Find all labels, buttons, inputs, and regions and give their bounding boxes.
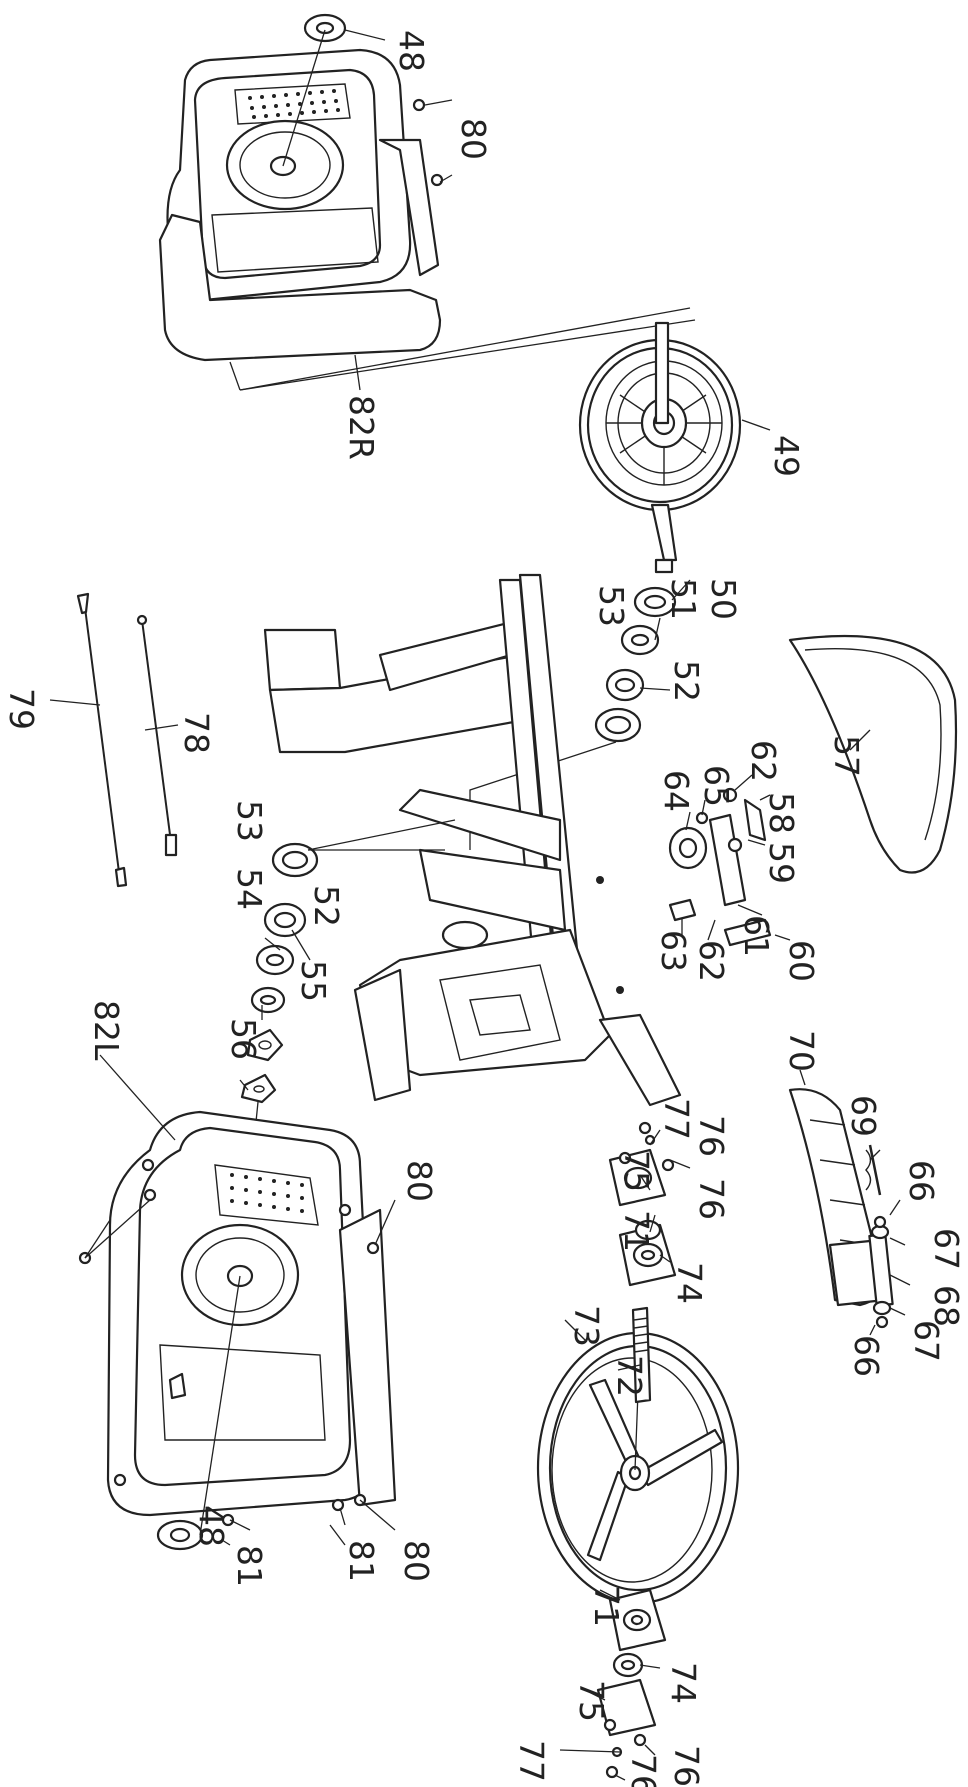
label-78: 78: [177, 712, 216, 754]
label-63: 63: [654, 930, 693, 972]
bearing-stack-left: [240, 842, 319, 1104]
pedal-arm-assembly: [788, 1088, 894, 1329]
drive-pulley: [578, 321, 742, 574]
label-76-mid: 76: [692, 1178, 731, 1220]
label-70: 70: [782, 1030, 821, 1072]
label-49: 49: [767, 435, 806, 477]
label-48-top: 48: [392, 30, 431, 72]
label-79: 79: [2, 688, 41, 730]
label-76-bottom-left: 76: [624, 1754, 663, 1787]
label-81-left: 81: [230, 1545, 269, 1587]
label-53-right: 53: [592, 585, 631, 627]
label-57: 57: [827, 735, 866, 777]
label-55: 55: [294, 960, 333, 1002]
label-51: 51: [664, 578, 703, 620]
label-58: 58: [762, 792, 801, 834]
label-80-top: 80: [454, 118, 493, 160]
flywheel: [536, 1331, 740, 1605]
label-65: 65: [697, 765, 736, 807]
main-frame: [263, 573, 682, 1107]
label-53-left: 53: [230, 800, 269, 842]
label-67-bottom: 67: [907, 1320, 946, 1362]
label-54: 54: [230, 868, 269, 910]
label-76-top: 76: [692, 1115, 731, 1157]
label-52-right: 52: [667, 660, 706, 702]
label-74-bottom: 74: [664, 1662, 703, 1704]
label-80-bottom: 80: [397, 1540, 436, 1582]
label-62-top: 62: [744, 740, 783, 782]
label-66-top: 66: [902, 1160, 941, 1202]
label-56: 56: [224, 1018, 263, 1060]
label-62-bottom: 62: [692, 940, 731, 982]
label-80-right: 80: [400, 1160, 439, 1202]
cap-48-top: [303, 13, 347, 43]
label-77-top: 77: [657, 1098, 696, 1140]
label-50: 50: [704, 578, 743, 620]
bearing-housing-upper: [608, 1121, 677, 1287]
label-75-bottom: 75: [572, 1680, 611, 1722]
label-72: 72: [610, 1355, 649, 1397]
label-75-top: 75: [617, 1150, 656, 1192]
label-71-bottom: 71: [587, 1585, 626, 1627]
label-52-left: 52: [307, 885, 346, 927]
vent-grille: [248, 89, 340, 119]
label-82R: 82R: [342, 395, 381, 460]
cap-48-bottom: [156, 1519, 204, 1551]
label-61: 61: [737, 915, 776, 957]
label-82L: 82L: [87, 1000, 126, 1061]
label-64: 64: [657, 770, 696, 812]
label-48-bottom: 48: [192, 1505, 231, 1547]
label-76-bottom-right: 76: [667, 1745, 706, 1787]
label-60: 60: [782, 940, 821, 982]
part-labels: 48 80 82R 49 50 51 52 53 79 78 57 62 58 …: [2, 30, 966, 1787]
label-59: 59: [762, 842, 801, 884]
label-71-top: 71: [617, 1210, 656, 1252]
label-74-top: 74: [670, 1262, 709, 1304]
left-side-cover: [78, 1110, 397, 1527]
cable-79: [76, 592, 128, 888]
label-73: 73: [567, 1305, 606, 1347]
cable-78: [136, 614, 178, 857]
label-81-right: 81: [342, 1540, 381, 1582]
label-66-bottom: 66: [847, 1335, 886, 1377]
right-side-cover: [158, 48, 444, 362]
axle-72: [631, 1306, 652, 1404]
drive-belt: [788, 634, 958, 874]
label-69: 69: [844, 1095, 883, 1137]
label-68: 68: [927, 1285, 966, 1327]
label-77-bottom: 77: [512, 1740, 551, 1782]
idler-assembly: [668, 787, 772, 947]
label-67-top: 67: [927, 1228, 966, 1270]
bearing-stack-right: [594, 586, 677, 743]
vent-grille: [230, 1173, 304, 1213]
